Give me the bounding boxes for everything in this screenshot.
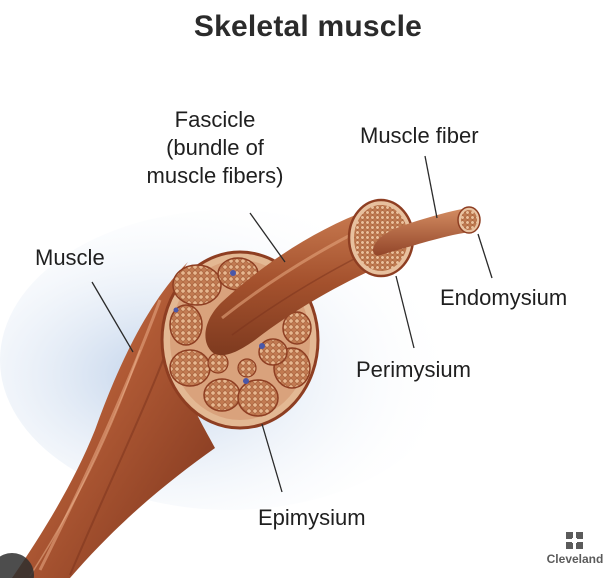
label-fascicle: Fascicle (bundle of muscle fibers)	[120, 106, 310, 190]
label-perimysium: Perimysium	[356, 357, 471, 382]
muscle-striation	[38, 299, 162, 571]
label-epimysium: Epimysium	[258, 505, 366, 530]
muscle-fiber	[372, 208, 470, 256]
label-fascicle-line: (bundle of	[166, 135, 264, 160]
cleveland-logo: Cleveland	[540, 528, 610, 566]
leader-muscle	[91, 281, 134, 353]
leader-muscle-fiber	[424, 155, 438, 219]
logo-text: Cleveland	[546, 552, 604, 566]
leader-endomysium	[477, 233, 493, 279]
muscle-striation	[29, 349, 141, 577]
leader-fascicle	[249, 212, 286, 263]
leader-epimysium	[261, 423, 283, 493]
label-muscle-fiber: Muscle fiber	[360, 123, 479, 148]
myofibrils	[461, 210, 477, 230]
label-endomysium: Endomysium	[440, 285, 568, 310]
label-muscle: Muscle	[35, 245, 105, 270]
cleveland-logo-icon	[566, 532, 583, 549]
label-fascicle-line: muscle fibers)	[146, 163, 284, 188]
diagram-title: Skeletal muscle	[193, 10, 423, 43]
blood-vessels	[173, 270, 265, 384]
leader-perimysium	[395, 275, 415, 349]
leader-lines	[91, 155, 493, 493]
label-fascicle-line: Fascicle	[174, 107, 256, 132]
corner-badge	[0, 553, 34, 578]
